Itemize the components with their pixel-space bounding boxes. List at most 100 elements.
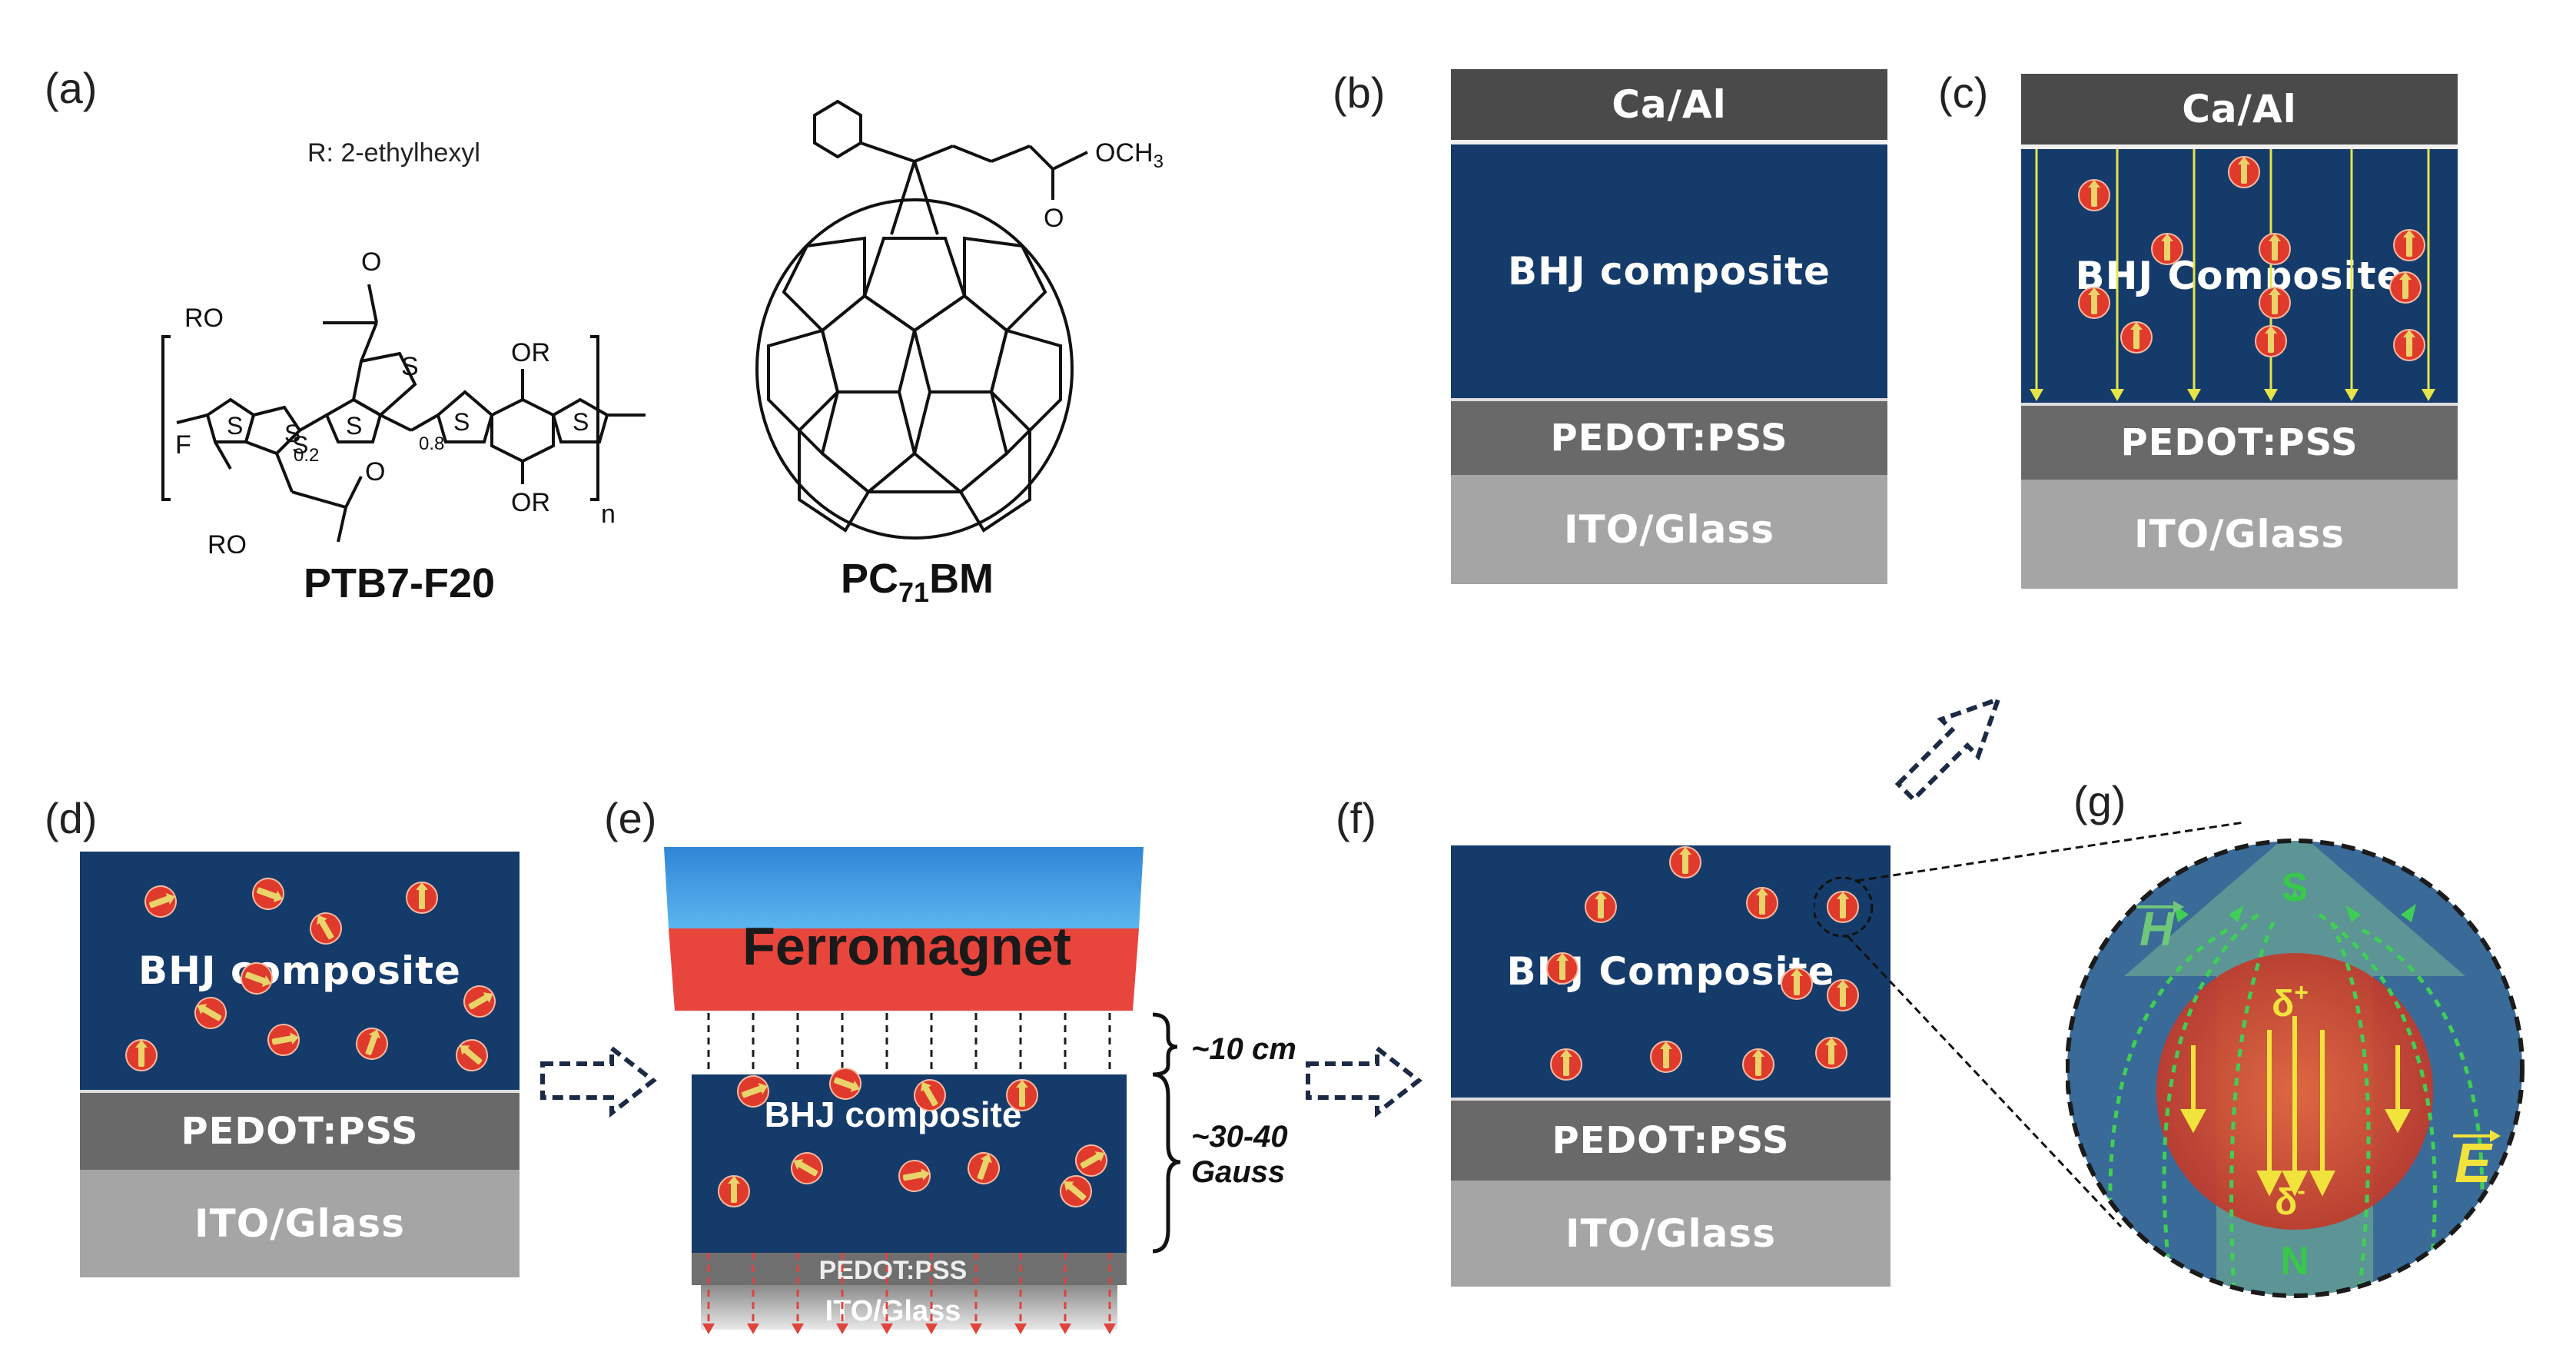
zoom-circle-border [2066,839,2525,1298]
r-group-note: R: 2-ethylhexyl [307,138,480,168]
d-dipole-3 [406,882,438,914]
delta-minus-label: δ- [2275,1177,2305,1223]
d-ito-layer: ITO/Glass [80,1170,520,1277]
f-label: F [175,430,191,460]
e-dipole-6 [898,1160,931,1192]
n-repeat-label: n [601,500,616,529]
f-dipole-0 [1585,891,1617,923]
d-dipole-4 [463,985,496,1018]
c-dipole-10 [2228,156,2260,188]
panel-label-f: (f) [1336,794,1376,842]
e-dipole-4 [1075,1144,1107,1177]
f-dipole-3 [1827,891,1859,923]
e-dipole-3 [1006,1079,1038,1111]
f-dipole-4 [1546,952,1578,985]
c-dipole-0 [2078,179,2110,211]
c-field-line-4-head [2345,389,2359,401]
g-zoomed-dipole: S N H E δ+ δ- [2066,839,2525,1298]
f-dipole-7 [1742,1048,1774,1081]
s-label-5: S [453,408,470,436]
d-dipole-10 [241,962,273,995]
e-dipole-0 [737,1075,769,1108]
e-field-arrowhead-9 [1104,1323,1116,1334]
delta-minus-text: δ [2275,1182,2297,1223]
c-field-and-dipoles [2030,149,2435,401]
distance-brace [1152,1012,1178,1077]
d-dipole-2 [310,912,342,945]
f-dipole-9 [1781,968,1813,1000]
e-field-arrowhead-1 [747,1323,759,1334]
f-aligned-dipoles [1546,846,1859,1081]
e-dipole-8 [1060,1175,1092,1207]
or-bottom-label: OR [511,488,550,517]
o-top-label: O [361,247,381,277]
b-ca-al-layer: Ca/Al [1451,69,1887,144]
och3-sub: 3 [1154,151,1164,172]
e-pedot-label: PEDOT:PSS [819,1256,968,1285]
sub-02: 0.2 [294,445,319,466]
e-field-arrowhead-0 [702,1323,715,1334]
e-ito-layer [701,1285,1117,1330]
delta-plus-label: δ+ [2272,978,2309,1025]
c-dipole-3 [2120,321,2153,354]
sub-08: 0.8 [419,433,444,454]
c-field-line-1-head [2110,389,2124,401]
c-dipole-8 [2393,329,2425,361]
e-field-arrowhead-8 [1059,1323,1071,1334]
c-dipole-9 [2389,271,2422,304]
d-dipole-7 [356,1028,388,1060]
c-dipole-4 [2259,233,2291,265]
e-dipole-9 [718,1175,750,1207]
arrow-f-to-c-icon [1894,696,2002,803]
c-dipole-2 [2078,287,2110,319]
c-dipole-6 [2255,325,2287,357]
s-label-2: S [227,412,243,440]
panel-label-c: (c) [1938,68,1989,117]
delta-plus-text: δ [2272,984,2294,1025]
e-pedot-layer [692,1253,1127,1285]
e-magnet-setup: Ferromagnet BHJ composite PEDOT:PSS ITO/… [664,847,1296,1334]
c-bhj-label: BHJ Composite [2075,254,2404,298]
e-vector-arrowhead [2490,1130,2501,1142]
c-field-line-5-head [2422,389,2435,401]
c-field-line-3-head [2264,389,2278,401]
south-pole-label: S [2282,865,2309,910]
delta-plus-sup: + [2294,978,2309,1006]
or-top-label: OR [511,338,550,367]
panel-label-d: (d) [45,794,98,842]
distance-label: ~10 cm [1191,1032,1296,1066]
delta-minus-sup: - [2297,1177,2305,1204]
ptb7-structure-drawing: R: 2-ethylhexyl RO O S S S S 0.2 0.8 S S… [161,138,646,553]
pcbm-sub: 71 [898,576,930,608]
s-label-3: S [284,420,300,447]
s-label-4: S [346,412,362,440]
arrow-e-to-f-icon [1306,1043,1422,1118]
e-field-arrowhead-2 [792,1323,804,1334]
c-dipole-7 [2393,229,2425,261]
e-field-arrowhead-6 [970,1323,982,1334]
arrow-d-to-e-icon [540,1043,657,1118]
ptb7-title: PTB7-F20 [304,560,496,606]
d-dipole-8 [456,1039,488,1071]
pcbm-title: PC71BM [841,555,994,609]
panel-label-e: (e) [604,794,657,842]
s-label-1: S [401,352,419,381]
e-ito-label: ITO/Glass [825,1295,961,1327]
e-dipole-2 [914,1079,946,1111]
e-field-arrowhead-7 [1014,1323,1027,1334]
pcbm-pre: PC [841,556,899,602]
pcbm-post: BM [929,556,994,602]
d-dipole-6 [267,1024,300,1056]
pcbm-structure-drawing: OCH3 O [755,99,1164,540]
h-field-label: H [2139,903,2175,956]
o-bottom-label: O [365,457,385,487]
field-unit-label: Gauss [1191,1155,1285,1189]
s-label-6: S [573,408,589,436]
f-dipole-2 [1746,887,1778,919]
d-bhj-label: BHJ composite [138,948,461,993]
zoom-callout-lines [1814,821,2244,1228]
magnet-label: Ferromagnet [742,916,1071,976]
d-dipole-1 [252,878,284,910]
e-field-arrowhead-3 [836,1323,848,1334]
panel-label-g: (g) [2073,777,2126,825]
